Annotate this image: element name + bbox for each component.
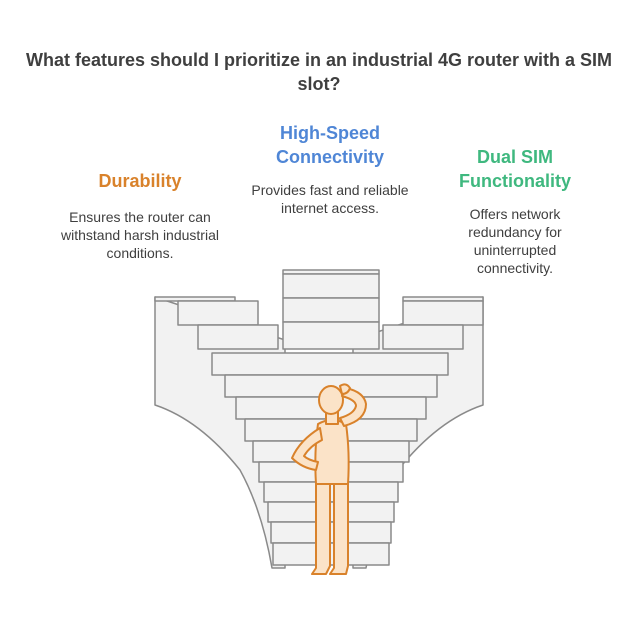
page-title: What features should I prioritize in an … [25, 50, 613, 94]
thinking-person-icon [291, 383, 367, 575]
person-head [318, 385, 344, 415]
high-speed-connectivity-heading: High-Speed Connectivity [275, 123, 385, 167]
durability-description: Ensures the router can withstand harsh i… [61, 209, 219, 261]
dual-sim-description: Offers network redundancy for uninterrup… [468, 206, 562, 276]
center-stair-branch [282, 269, 380, 350]
durability-heading: Durability [98, 171, 182, 191]
person-right-arm [339, 387, 367, 427]
left-stair-branch [154, 296, 279, 350]
dual-sim-heading: Dual SIM Functionality [459, 147, 571, 191]
person-left-arm [291, 427, 323, 471]
right-stair-branch [382, 296, 484, 350]
person-hand [339, 383, 351, 395]
high-speed-connectivity-description: Provides fast and reliable internet acce… [251, 182, 409, 216]
